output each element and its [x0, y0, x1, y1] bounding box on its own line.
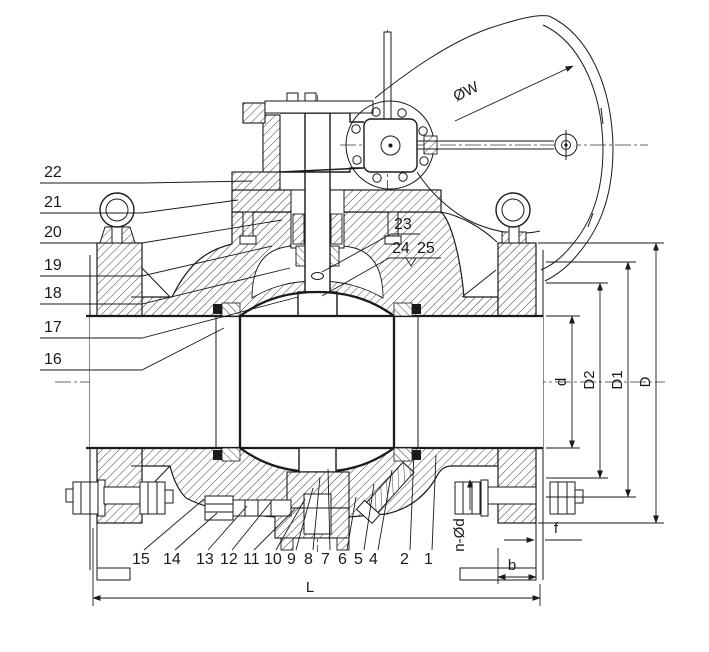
- gear-actuator: [264, 31, 438, 190]
- callout-18: 18: [44, 285, 62, 302]
- ball-stem-boss: [297, 291, 338, 317]
- callout-2: 2: [400, 551, 409, 568]
- gear-bracket-corner: [242, 102, 266, 124]
- dim-label-handwheel: ØW: [451, 78, 482, 105]
- callout-14: 14: [163, 551, 181, 568]
- callout-10: 10: [264, 551, 282, 568]
- ball-trunnion-stub: [298, 447, 337, 473]
- bore: [86, 296, 543, 467]
- callout-19: 19: [44, 257, 62, 274]
- callout-20: 20: [44, 224, 62, 241]
- dim-label-D: D: [637, 376, 654, 387]
- cover-bolt: [304, 92, 317, 102]
- callout-8: 8: [304, 551, 313, 568]
- shared-leader-bracket: [405, 257, 417, 267]
- gearbox-cover: [264, 100, 374, 114]
- callout-13: 13: [196, 551, 214, 568]
- input-shaft: [383, 31, 392, 120]
- callout-21: 21: [44, 194, 62, 211]
- callout-12: 12: [220, 551, 238, 568]
- bottom-trunnion-assembly: [204, 461, 415, 551]
- callout-4: 4: [369, 551, 378, 568]
- seat-injection-fitting: [355, 461, 415, 525]
- callouts-bottom: 15 14 13 12 11 10 9 8 7 6 5 4 2 1: [132, 452, 437, 568]
- callout-17: 17: [44, 319, 62, 336]
- lifting-eye-right: [495, 192, 531, 244]
- bonnet-stud-left: [239, 211, 257, 245]
- valve-stem: [304, 112, 331, 299]
- callout-25: 25: [417, 240, 435, 257]
- handwheel: [374, 15, 614, 282]
- callout-5: 5: [354, 551, 363, 568]
- drain-bolt: [204, 495, 292, 521]
- callouts-middle: 23 24 25: [321, 216, 441, 297]
- callout-11: 11: [243, 551, 260, 568]
- callouts-left: 22 21 20 19 18 17 16: [40, 164, 299, 371]
- seat-rings: [213, 302, 421, 462]
- dim-label-f: f: [554, 520, 559, 537]
- input-shaft-bore: [380, 135, 401, 156]
- lifting-eye-left: [99, 192, 136, 244]
- handwheel-dimension: ØW: [451, 65, 574, 122]
- dim-label-d1: D1: [609, 370, 626, 389]
- callout-7: 7: [321, 551, 330, 568]
- handwheel-rim-outer: [544, 15, 614, 282]
- dim-label-d2: D2: [581, 370, 598, 389]
- callout-15: 15: [132, 551, 150, 568]
- drain-plug: [303, 493, 332, 535]
- stem-pin-hole: [311, 272, 324, 280]
- callout-23: 23: [394, 216, 412, 233]
- dim-label-bolt-holes: n-Ød: [451, 518, 468, 551]
- dim-label-d: d: [553, 378, 570, 386]
- callout-1: 1: [424, 551, 433, 568]
- flange-bolt-holes: [351, 107, 429, 183]
- callout-16: 16: [44, 351, 62, 368]
- callout-9: 9: [287, 551, 296, 568]
- body-right-shoulder: [440, 211, 498, 243]
- dim-label-b: b: [508, 557, 516, 574]
- gear-bracket-column: [262, 114, 281, 173]
- shaft-key: [423, 135, 438, 155]
- bonnet-stud-right: [384, 211, 402, 245]
- callout-6: 6: [338, 551, 347, 568]
- cover-bolt: [286, 92, 299, 102]
- dim-label-L: L: [306, 579, 314, 596]
- left-flange-bolt: [65, 479, 174, 517]
- callout-24: 24: [392, 240, 410, 257]
- eye-ring: [99, 192, 135, 228]
- eye-ring: [495, 192, 531, 228]
- right-flange-bolt: [454, 479, 584, 517]
- handwheel-rim-inner: [540, 24, 604, 271]
- diameter-dimensions: d D2 D1 D: [538, 242, 664, 524]
- left-support-foot: [96, 567, 131, 581]
- callout-22: 22: [44, 164, 62, 181]
- length-dimensions: L f b n-Ød: [92, 479, 582, 606]
